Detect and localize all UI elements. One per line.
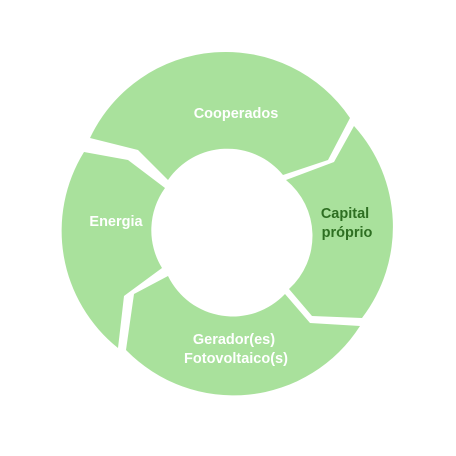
label-energia: Energia bbox=[89, 214, 143, 230]
label-cooperados: Cooperados bbox=[194, 106, 279, 122]
label-geradores-line-1: Gerador(es) bbox=[193, 332, 275, 348]
label-capital-proprio: Capital próprio bbox=[321, 206, 373, 241]
label-geradores: Gerador(es) Fotovoltaico(s) bbox=[184, 332, 288, 367]
label-cooperados-line-1: Cooperados bbox=[194, 106, 279, 122]
label-capital-proprio-line-2: próprio bbox=[322, 225, 373, 241]
label-energia-line-1: Energia bbox=[89, 214, 143, 230]
segment-geradores bbox=[126, 276, 360, 396]
segment-energia bbox=[61, 152, 165, 348]
label-capital-proprio-line-1: Capital bbox=[321, 206, 369, 222]
label-geradores-line-2: Fotovoltaico(s) bbox=[184, 351, 288, 367]
segment-cooperados bbox=[90, 51, 350, 180]
segment-capital-proprio bbox=[286, 126, 393, 318]
